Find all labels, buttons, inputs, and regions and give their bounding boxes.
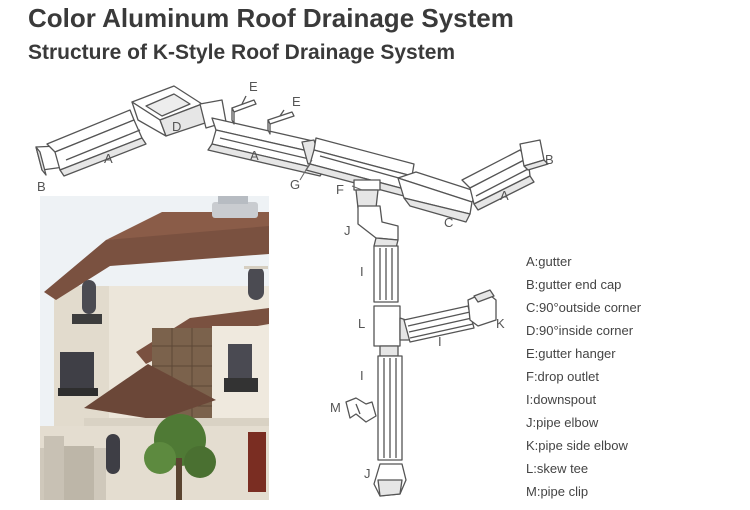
legend-item: K:pipe side elbow — [526, 438, 628, 453]
label-i-upper: I — [360, 264, 364, 279]
legend-item: E:gutter hanger — [526, 346, 616, 361]
drop-outlet — [353, 179, 381, 209]
outside-corner — [397, 171, 479, 223]
label-f: F — [336, 182, 344, 197]
pipe-side-elbow — [467, 289, 497, 327]
gutter-hanger-1 — [231, 95, 257, 125]
label-c: C — [444, 215, 453, 230]
label-e-2: E — [292, 94, 301, 109]
house-roof — [44, 220, 269, 300]
pipe-elbow-upper — [357, 205, 399, 249]
legend-item: I:downspout — [526, 392, 597, 407]
label-g: G — [290, 177, 300, 192]
legend-item: B:gutter end cap — [526, 277, 622, 292]
window-arched — [82, 280, 96, 314]
gutter-right — [461, 149, 535, 211]
page-title: Color Aluminum Roof Drainage System — [28, 3, 514, 33]
gutter-hanger-2 — [267, 109, 295, 135]
downspout-side — [403, 305, 475, 343]
page-subtitle: Structure of K-Style Roof Drainage Syste… — [28, 41, 456, 64]
legend-item: M:pipe clip — [526, 484, 589, 499]
house-photo — [40, 196, 269, 500]
label-i-lower: I — [360, 368, 364, 383]
label-k: K — [496, 316, 505, 331]
label-a-left: A — [104, 151, 113, 166]
gutter-left — [46, 109, 147, 177]
legend-item: C:90°outside corner — [526, 300, 642, 315]
label-l: L — [358, 316, 365, 331]
label-j-upper: J — [344, 223, 351, 238]
skew-tee — [373, 305, 413, 357]
legend-item: L:skew tee — [526, 461, 589, 476]
gutter-end-cap-right — [519, 139, 549, 171]
label-b-right: B — [545, 152, 554, 167]
legend-item: A:gutter — [526, 254, 572, 269]
label-e-1: E — [249, 79, 258, 94]
gutter-middle — [199, 99, 331, 177]
label-i-side: I — [438, 334, 442, 349]
window-arched — [248, 266, 264, 300]
legend-item: D:90°inside corner — [526, 323, 634, 338]
inside-corner — [131, 85, 209, 137]
label-m: M — [330, 400, 341, 415]
pipe-clip — [345, 397, 377, 423]
label-d: D — [172, 119, 181, 134]
legend-item: J:pipe elbow — [526, 415, 599, 430]
legend-item: F:drop outlet — [526, 369, 599, 384]
parts-legend: A:gutter B:gutter end cap C:90°outside c… — [526, 250, 641, 503]
label-a-middle: A — [250, 148, 259, 163]
label-a-right: A — [500, 188, 509, 203]
pipe-elbow-lower — [373, 463, 407, 497]
label-b-left: B — [37, 179, 46, 194]
downspout-upper — [373, 245, 399, 303]
downspout-lower — [377, 355, 403, 461]
label-j-lower: J — [364, 466, 371, 481]
